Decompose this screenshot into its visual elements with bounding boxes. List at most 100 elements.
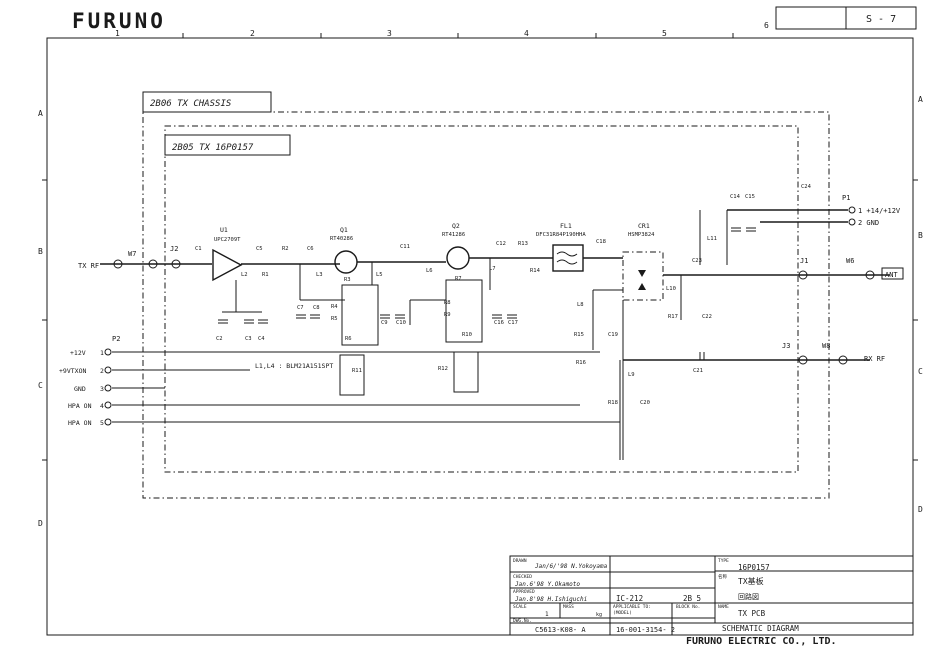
row-label-a-left: A <box>38 109 43 118</box>
label-c14: C14 <box>730 194 741 200</box>
label-c10: C10 <box>396 320 406 326</box>
w6-label: W6 <box>846 257 854 265</box>
ant-label: ANT <box>885 271 898 279</box>
name-value-2: SCHEMATIC DIAGRAM <box>722 624 799 633</box>
p2-pin2-name: +9VTXON <box>59 367 86 375</box>
label-r15: R15 <box>574 332 584 338</box>
tx-rf-input-label: TX RF <box>78 262 99 270</box>
bias-networks <box>222 210 701 460</box>
column-label-6: 6 <box>764 21 769 30</box>
label-l6: L6 <box>426 268 433 274</box>
row-label-c-right: C <box>918 367 923 376</box>
j3-label: J3 <box>782 342 790 350</box>
label-c22: C22 <box>702 314 712 320</box>
p2-pin2-number: 2 <box>100 367 104 375</box>
title-block <box>509 555 914 636</box>
label-c23: C23 <box>692 258 702 264</box>
row-label-a-right: A <box>918 95 923 104</box>
p2-pin3-number: 3 <box>100 385 104 393</box>
ant-box <box>881 267 904 280</box>
label-c18: C18 <box>596 239 606 245</box>
row-label-d-right: D <box>918 505 923 514</box>
label-r17: R17 <box>668 314 678 320</box>
q2-bias-block <box>445 279 483 343</box>
label-c17: C17 <box>508 320 518 326</box>
label-r9: R9 <box>444 312 451 318</box>
name-value: TX PCB <box>738 609 766 618</box>
w8-label: W8 <box>822 342 830 350</box>
name-label: NAME <box>718 604 729 610</box>
label-r8: R8 <box>444 300 451 306</box>
label-c24: C24 <box>801 184 812 190</box>
p1-pin2-label: 2 GND <box>858 219 879 227</box>
label-r11: R11 <box>352 368 362 374</box>
label-c4: C4 <box>258 336 265 342</box>
label-r6: R6 <box>345 336 352 342</box>
p2-pin5-number: 5 <box>100 419 104 427</box>
label-l8: L8 <box>577 302 584 308</box>
j1-connector <box>798 270 808 280</box>
row-label-d-left: D <box>38 519 43 528</box>
label-c1: C1 <box>195 246 202 252</box>
cr1-part: HSMP3824 <box>628 232 655 238</box>
tx-chassis-box <box>142 111 830 499</box>
rf-signal-path <box>100 244 890 301</box>
q1-transistor <box>334 250 358 274</box>
w8-connector <box>838 355 848 365</box>
q2-transistor <box>446 246 470 270</box>
mass-unit: kg <box>596 612 602 618</box>
label-l3: L3 <box>316 272 323 278</box>
scale-label: SCALE <box>513 604 527 610</box>
label-r1: R1 <box>262 272 269 278</box>
j2-connector <box>148 259 158 269</box>
label-r5: R5 <box>331 316 338 322</box>
label-r4: R4 <box>331 304 338 310</box>
applicable-value: 16-001-3154- 2 <box>616 626 675 634</box>
type-value: 16P0157 <box>738 563 770 572</box>
p2-pin3-name: GND <box>74 385 86 393</box>
column-label-5: 5 <box>662 29 667 38</box>
mass-label: MASS <box>563 604 574 610</box>
cr1-switch <box>622 251 664 301</box>
label-c16: C16 <box>494 320 504 326</box>
label-c2: C2 <box>216 336 223 342</box>
label-r16: R16 <box>576 360 586 366</box>
block-no-label: BLOCK No. <box>676 604 700 610</box>
block-code: 2B 5 <box>683 594 701 603</box>
model-code: IC-212 <box>616 594 643 603</box>
j3-connector <box>798 355 808 365</box>
label-r18: R18 <box>608 400 618 406</box>
p2-pin5-name: HPA ON <box>68 419 92 427</box>
column-label-3: 3 <box>387 29 392 38</box>
label-r14: R14 <box>530 268 541 274</box>
p2-connector-lines <box>104 348 620 426</box>
p2-pin1-number: 1 <box>100 349 104 357</box>
label-c5: C5 <box>256 246 263 252</box>
column-label-1: 1 <box>115 29 120 38</box>
label-c19: C19 <box>608 332 618 338</box>
dwg-no-label: DWG.No. <box>513 618 532 624</box>
rx-rf-output-label: RX RF <box>864 355 885 363</box>
drawn-signature: Jan/6/'98 N.Yokoyama <box>534 563 608 570</box>
label-r7: R7 <box>455 276 462 282</box>
label-l11: L11 <box>707 236 717 242</box>
chassis-label-box <box>142 91 272 113</box>
label-r10: R10 <box>462 332 472 338</box>
u1-part: UPC2709T <box>214 237 241 243</box>
cr1-label: CR1 <box>638 222 650 230</box>
label-c15: C15 <box>745 194 755 200</box>
q1-part: RT40286 <box>330 236 353 242</box>
fl1-part: DFC31R84P190HHA <box>536 232 586 238</box>
label-c21: C21 <box>693 368 703 374</box>
label-c20: C20 <box>640 400 650 406</box>
j2-label: J2 <box>170 245 178 253</box>
applicable-model-label: (MODEL) <box>613 610 632 616</box>
u1-amplifier <box>212 248 243 282</box>
row-ticks <box>42 179 918 461</box>
type-label: TYPE <box>718 558 729 564</box>
label-c6: C6 <box>307 246 314 252</box>
ground-symbols <box>150 227 756 423</box>
j1-label: J1 <box>800 257 808 265</box>
fl1-label: FL1 <box>560 222 572 230</box>
checked-label: CHECKED <box>513 574 532 580</box>
